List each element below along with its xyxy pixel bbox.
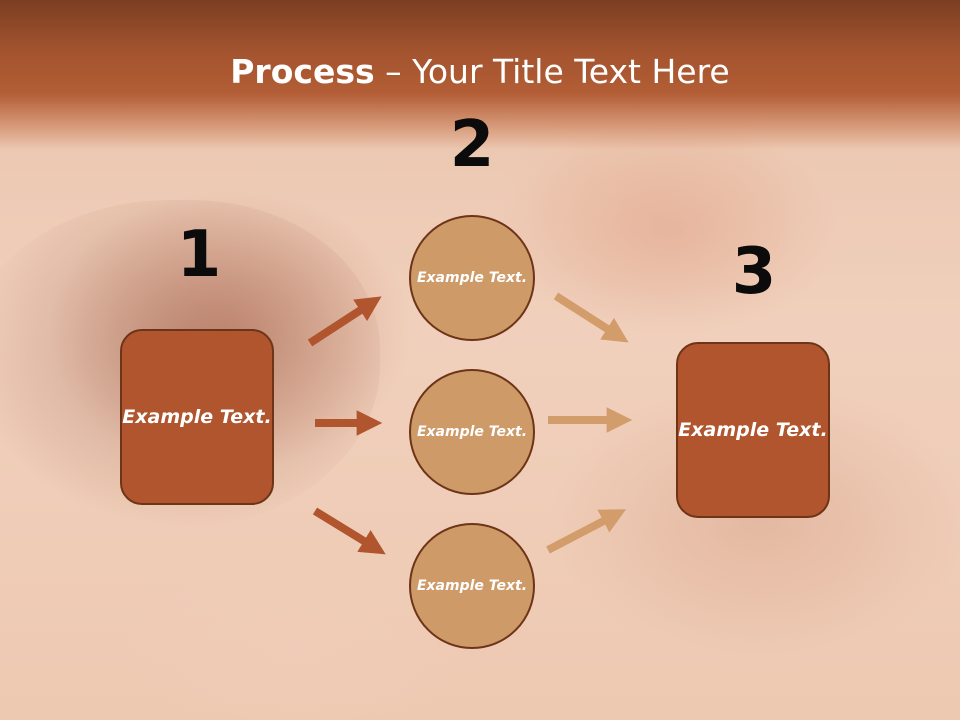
title-band bbox=[0, 0, 960, 150]
step-1-text: Example Text. bbox=[122, 405, 272, 428]
step-number-3: 3 bbox=[731, 235, 777, 309]
step-number-1: 1 bbox=[176, 218, 222, 292]
step-1-box: Example Text. bbox=[120, 329, 274, 505]
title-rest: – Your Title Text Here bbox=[374, 52, 730, 91]
step-3-box: Example Text. bbox=[676, 342, 830, 518]
arrow-circle-bottom-to-3 bbox=[546, 509, 627, 554]
step-2-circle-top: Example Text. bbox=[409, 215, 535, 341]
circle-top-text: Example Text. bbox=[416, 269, 528, 286]
step-number-2: 2 bbox=[449, 108, 495, 182]
arrow-circle-top-to-3 bbox=[553, 292, 629, 343]
slide-title: Process – Your Title Text Here bbox=[0, 52, 960, 91]
circle-middle-text: Example Text. bbox=[416, 423, 528, 440]
step-2-circle-bottom: Example Text. bbox=[409, 523, 535, 649]
background-photo-hands bbox=[500, 120, 840, 340]
arrow-1-to-circle-top bbox=[307, 296, 382, 347]
title-bold: Process bbox=[230, 52, 375, 91]
step-2-circle-middle: Example Text. bbox=[409, 369, 535, 495]
arrow-1-to-circle-bottom bbox=[312, 507, 386, 555]
circle-bottom-text: Example Text. bbox=[416, 577, 528, 594]
step-3-text: Example Text. bbox=[678, 418, 828, 441]
